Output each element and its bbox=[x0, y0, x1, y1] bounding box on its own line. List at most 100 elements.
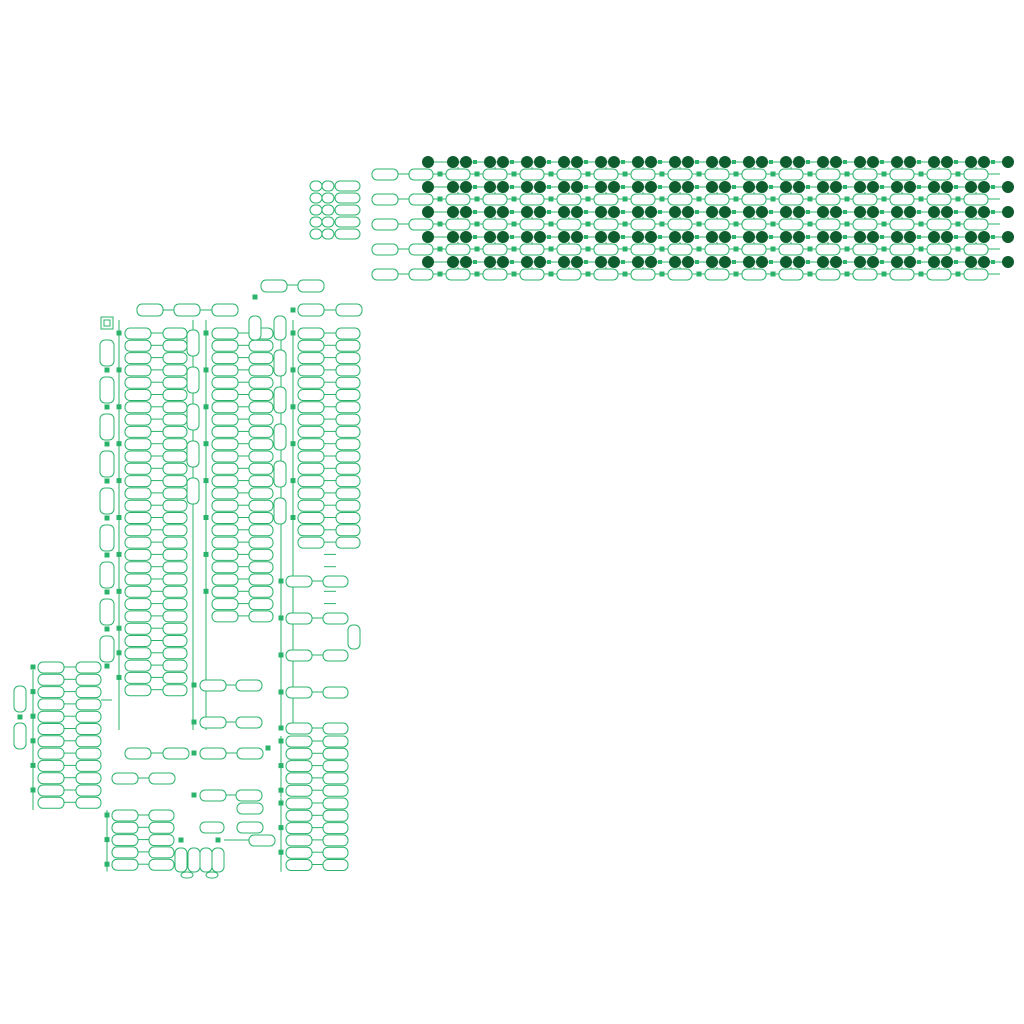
process-box bbox=[445, 168, 471, 181]
terminal-node bbox=[484, 181, 496, 193]
junction-node bbox=[584, 160, 588, 164]
process-box bbox=[297, 401, 325, 414]
junction-node bbox=[843, 185, 847, 189]
process-box bbox=[335, 339, 361, 352]
process-box bbox=[322, 822, 349, 835]
process-box bbox=[211, 548, 239, 561]
terminal-node bbox=[521, 206, 533, 218]
junction-node bbox=[955, 171, 961, 177]
process-box bbox=[162, 622, 188, 635]
process-box bbox=[211, 327, 239, 340]
terminal-node bbox=[928, 181, 940, 193]
terminal-node bbox=[534, 231, 546, 243]
junction-node bbox=[547, 185, 551, 189]
junction-node bbox=[474, 171, 480, 177]
stack-box bbox=[334, 180, 361, 192]
junction-node bbox=[659, 246, 665, 252]
process-box bbox=[593, 218, 619, 231]
vertical-node bbox=[199, 847, 213, 873]
process-box bbox=[148, 809, 175, 822]
junction-node bbox=[844, 221, 850, 227]
junction-node bbox=[658, 235, 662, 239]
junction-node bbox=[733, 196, 739, 202]
process-box bbox=[322, 612, 349, 625]
junction-node bbox=[511, 246, 517, 252]
junction-node bbox=[733, 271, 739, 277]
process-box bbox=[211, 573, 239, 586]
junction-node bbox=[991, 260, 995, 264]
process-box bbox=[124, 475, 152, 488]
process-box bbox=[335, 536, 361, 549]
junction-node bbox=[769, 160, 773, 164]
terminal-node bbox=[595, 256, 607, 268]
process-box bbox=[285, 760, 313, 773]
terminal-node bbox=[484, 206, 496, 218]
process-box bbox=[285, 809, 313, 822]
stack-box bbox=[334, 228, 361, 240]
process-box bbox=[37, 772, 65, 785]
process-box bbox=[124, 573, 152, 586]
process-box bbox=[248, 548, 274, 561]
process-box bbox=[75, 686, 102, 699]
terminal-node bbox=[965, 231, 977, 243]
process-box bbox=[235, 716, 263, 729]
process-box bbox=[630, 193, 656, 206]
terminal-node bbox=[867, 181, 879, 193]
header-box bbox=[297, 303, 325, 317]
process-box bbox=[322, 649, 349, 662]
terminal-node bbox=[830, 231, 842, 243]
process-box bbox=[248, 561, 274, 574]
vertical-node bbox=[187, 847, 201, 873]
junction-node bbox=[473, 160, 477, 164]
terminal-node bbox=[978, 256, 990, 268]
process-box bbox=[248, 425, 274, 438]
terminal-node bbox=[978, 156, 990, 168]
process-box bbox=[519, 218, 545, 231]
process-box bbox=[852, 168, 878, 181]
process-box bbox=[815, 243, 841, 256]
junction-node bbox=[844, 246, 850, 252]
process-box bbox=[335, 364, 361, 377]
terminal-node bbox=[571, 181, 583, 193]
junction-node bbox=[954, 160, 958, 164]
junction-node bbox=[116, 625, 122, 631]
junction-node bbox=[548, 171, 554, 177]
process-box bbox=[445, 193, 471, 206]
junction-node bbox=[917, 185, 921, 189]
process-box bbox=[667, 168, 693, 181]
vertical-node bbox=[248, 315, 262, 341]
junction-node bbox=[474, 271, 480, 277]
terminal-node bbox=[891, 206, 903, 218]
process-box bbox=[124, 339, 152, 352]
terminal-node bbox=[422, 156, 434, 168]
process-box bbox=[322, 575, 349, 588]
terminal-node bbox=[521, 231, 533, 243]
junction-node bbox=[585, 196, 591, 202]
process-box bbox=[335, 512, 361, 524]
junction-node bbox=[290, 478, 296, 484]
process-box bbox=[852, 268, 878, 281]
process-box bbox=[37, 784, 65, 797]
process-box bbox=[248, 487, 274, 500]
junction-node bbox=[104, 663, 110, 669]
junction-node bbox=[658, 210, 662, 214]
process-box bbox=[162, 548, 188, 561]
junction-node bbox=[622, 246, 628, 252]
process-box bbox=[285, 846, 313, 859]
terminal-node bbox=[632, 231, 644, 243]
terminal-node bbox=[743, 206, 755, 218]
stack-box bbox=[321, 192, 335, 204]
process-box bbox=[124, 659, 152, 672]
process-box bbox=[211, 610, 239, 623]
stack-box bbox=[309, 180, 323, 192]
process-box bbox=[322, 859, 349, 871]
terminal-node bbox=[558, 231, 570, 243]
process-box bbox=[124, 548, 152, 561]
junction-node bbox=[547, 160, 551, 164]
terminal-node bbox=[497, 181, 509, 193]
process-box bbox=[445, 243, 471, 256]
vertical-node bbox=[273, 315, 287, 341]
junction-node bbox=[511, 171, 517, 177]
junction-node bbox=[806, 185, 810, 189]
terminal-node bbox=[645, 156, 657, 168]
